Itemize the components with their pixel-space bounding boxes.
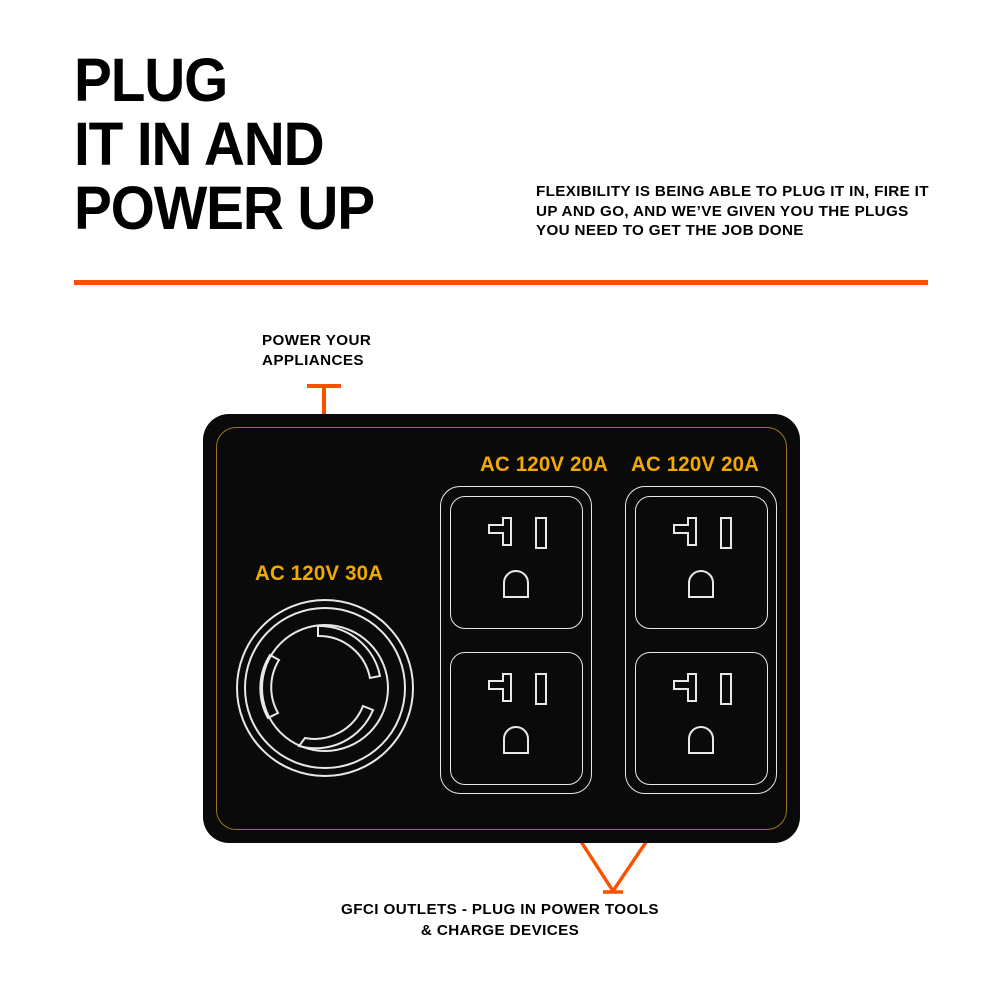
headline-line-1: PLUG [74, 46, 228, 114]
divider-rule [74, 280, 928, 285]
headline-line-3: POWER UP [74, 174, 375, 242]
callout-bottom-line-1: GFCI OUTLETS - PLUG IN POWER TOOLS [341, 901, 659, 918]
outlet-5-20r-right-top[interactable] [635, 496, 768, 629]
duplex-outlet-group-left [440, 486, 592, 794]
outlet-5-20r-left-top[interactable] [450, 496, 583, 629]
callout-bottom-line-2: & CHARGE DEVICES [420, 922, 580, 939]
callout-gfci-outlets: GFCI OUTLETS - PLUG IN POWER TOOLS & CHA… [0, 899, 1000, 941]
generator-outlet-panel: AC 120V 30A AC 120V 20A AC 120V 20A [203, 414, 800, 843]
outlet-5-20r-right-bottom[interactable] [635, 652, 768, 785]
page-title: PLUG IT IN AND POWER UP [74, 48, 544, 240]
label-ac-120v-20a-right: AC 120V 20A [631, 452, 760, 476]
duplex-outlet-group-right [625, 486, 777, 794]
label-ac-120v-20a-left: AC 120V 20A [480, 452, 609, 476]
headline-line-2: IT IN AND [74, 110, 325, 178]
label-ac-120v-30a: AC 120V 30A [255, 561, 384, 585]
twist-lock-outlet-30a[interactable] [235, 598, 415, 778]
subcopy-text: FLEXIBILITY IS BEING ABLE TO PLUG IT IN,… [536, 183, 929, 239]
callout-power-your-appliances: POWER YOUR APPLIANCES [262, 331, 371, 370]
callout-top-line-1: POWER YOUR [262, 332, 372, 349]
outlet-5-20r-left-bottom[interactable] [450, 652, 583, 785]
callout-top-line-2: APPLIANCES [262, 351, 364, 369]
